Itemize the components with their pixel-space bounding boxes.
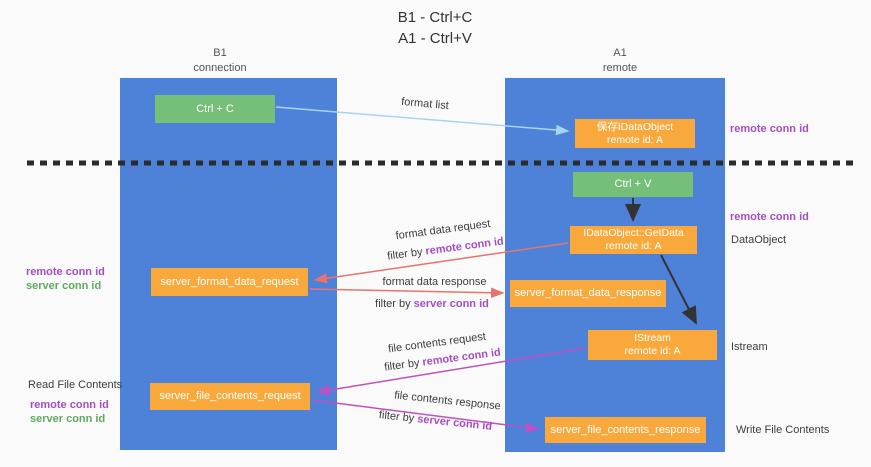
right-remote-conn-id-2: remote conn id xyxy=(730,211,809,223)
dataobject-label: DataObject xyxy=(731,234,787,246)
write-file-contents-label: Write File Contents xyxy=(736,424,830,436)
filter-prefix-2: filter by xyxy=(375,298,414,310)
title-line-1: B1 - Ctrl+C xyxy=(397,9,473,26)
remote-conn-id-inline-1: remote conn id xyxy=(424,235,505,258)
lane-a1-name: A1 xyxy=(613,47,627,59)
save-dataobject-line1: 保存IDataObject xyxy=(596,120,674,133)
node-ctrl-c: Ctrl + C xyxy=(155,95,275,123)
format-list-label: format list xyxy=(400,95,450,113)
node-save-dataobject: 保存IDataObject remote id: A xyxy=(575,119,695,148)
filter-prefix-1: filter by xyxy=(386,245,427,263)
node-idataobject-getdata: IDataObject::GetData remote id: A xyxy=(570,226,697,254)
lane-b1-subtitle: connection xyxy=(193,62,247,74)
server-file-contents-response-label: server_file_contents_response xyxy=(550,423,701,436)
format-data-response-arrow xyxy=(309,287,505,299)
left-server-conn-id-2: server conn id xyxy=(30,413,106,425)
format-data-response-label: format data response xyxy=(382,276,487,288)
server-conn-id-inline-2: server conn id xyxy=(416,413,493,433)
filter-prefix-3: filter by xyxy=(383,356,424,374)
istream-line2: remote id: A xyxy=(624,345,681,357)
node-ctrl-v: Ctrl + V xyxy=(573,172,693,197)
remote-conn-id-inline-2: remote conn id xyxy=(421,346,502,369)
title-line-2: A1 - Ctrl+V xyxy=(398,30,472,47)
ctrl-v-label: Ctrl + V xyxy=(614,178,652,190)
read-file-contents-label: Read File Contents xyxy=(28,379,123,391)
filter-by-server-label-1: filter by server conn id xyxy=(362,298,502,310)
right-remote-conn-id-1: remote conn id xyxy=(730,123,809,135)
left-remote-conn-id-1: remote conn id xyxy=(26,266,105,278)
server-conn-id-inline-1: server conn id xyxy=(413,298,489,310)
getdata-line2: remote id: A xyxy=(605,240,662,252)
node-server-format-data-request: server_format_data_request xyxy=(151,268,308,296)
server-format-data-request-label: server_format_data_request xyxy=(160,275,299,288)
lane-header-a1: A1 remote xyxy=(550,46,690,76)
node-server-file-contents-response: server_file_contents_response xyxy=(545,417,706,443)
left-server-conn-id-1: server conn id xyxy=(26,280,102,292)
left-remote-conn-id-2: remote conn id xyxy=(30,399,109,411)
istream-side-label: Istream xyxy=(731,341,768,353)
lane-b1-name: B1 xyxy=(213,47,227,59)
server-format-data-response-label: server_format_data_response xyxy=(514,287,662,299)
getdata-line1: IDataObject::GetData xyxy=(583,227,684,239)
save-dataobject-line2: remote id: A xyxy=(606,133,664,146)
istream-line1: IStream xyxy=(634,332,671,344)
diagram-title: B1 - Ctrl+C A1 - Ctrl+V xyxy=(300,7,570,49)
filter-prefix-4: filter by xyxy=(378,409,418,426)
filter-by-server-label-2: filter by server conn id xyxy=(363,407,508,434)
lane-header-b1: B1 connection xyxy=(150,46,290,76)
lane-a1-subtitle: remote xyxy=(602,62,638,74)
server-file-contents-request-label: server_file_contents_request xyxy=(159,390,301,402)
node-istream: IStream remote id: A xyxy=(588,330,717,360)
node-server-file-contents-request: server_file_contents_request xyxy=(150,383,310,410)
ctrl-c-label: Ctrl + C xyxy=(196,102,234,115)
node-server-format-data-response: server_format_data_response xyxy=(510,280,666,307)
